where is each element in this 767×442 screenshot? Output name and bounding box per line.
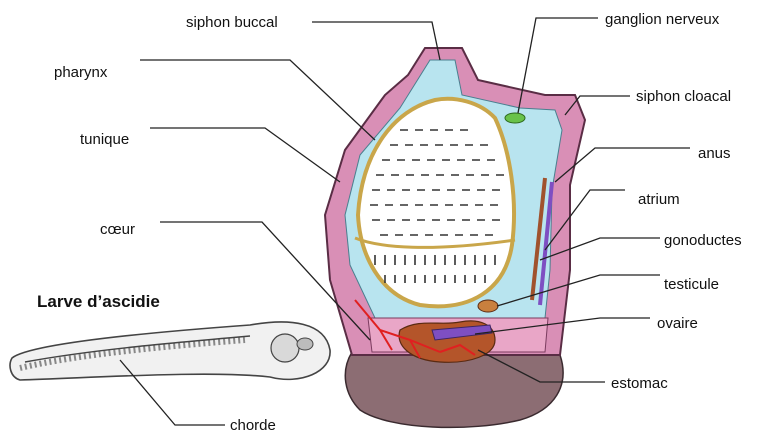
label-siphon-buccal: siphon buccal <box>186 14 278 32</box>
base-foot <box>345 352 563 427</box>
label-ganglion-nerveux: ganglion nerveux <box>605 11 719 29</box>
label-siphon-cloacal: siphon cloacal <box>636 88 731 106</box>
label-estomac: estomac <box>611 375 668 393</box>
label-ovaire: ovaire <box>657 315 698 333</box>
label-testicule: testicule <box>664 276 719 294</box>
ganglion-shape <box>505 113 525 123</box>
label-pharynx: pharynx <box>54 64 107 82</box>
larva-drawing <box>10 322 330 380</box>
label-atrium: atrium <box>638 191 680 209</box>
testicule-shape <box>478 300 498 312</box>
label-chorde: chorde <box>230 417 276 435</box>
label-gonoductes: gonoductes <box>664 232 742 250</box>
larva-head-organ <box>271 334 299 362</box>
label-anus: anus <box>698 145 731 163</box>
label-coeur: cœur <box>100 221 135 239</box>
leader-tunique <box>150 128 340 182</box>
larva-head-organ-2 <box>297 338 313 350</box>
larva-title: Larve d’ascidie <box>37 292 160 312</box>
label-tunique: tunique <box>80 131 129 149</box>
